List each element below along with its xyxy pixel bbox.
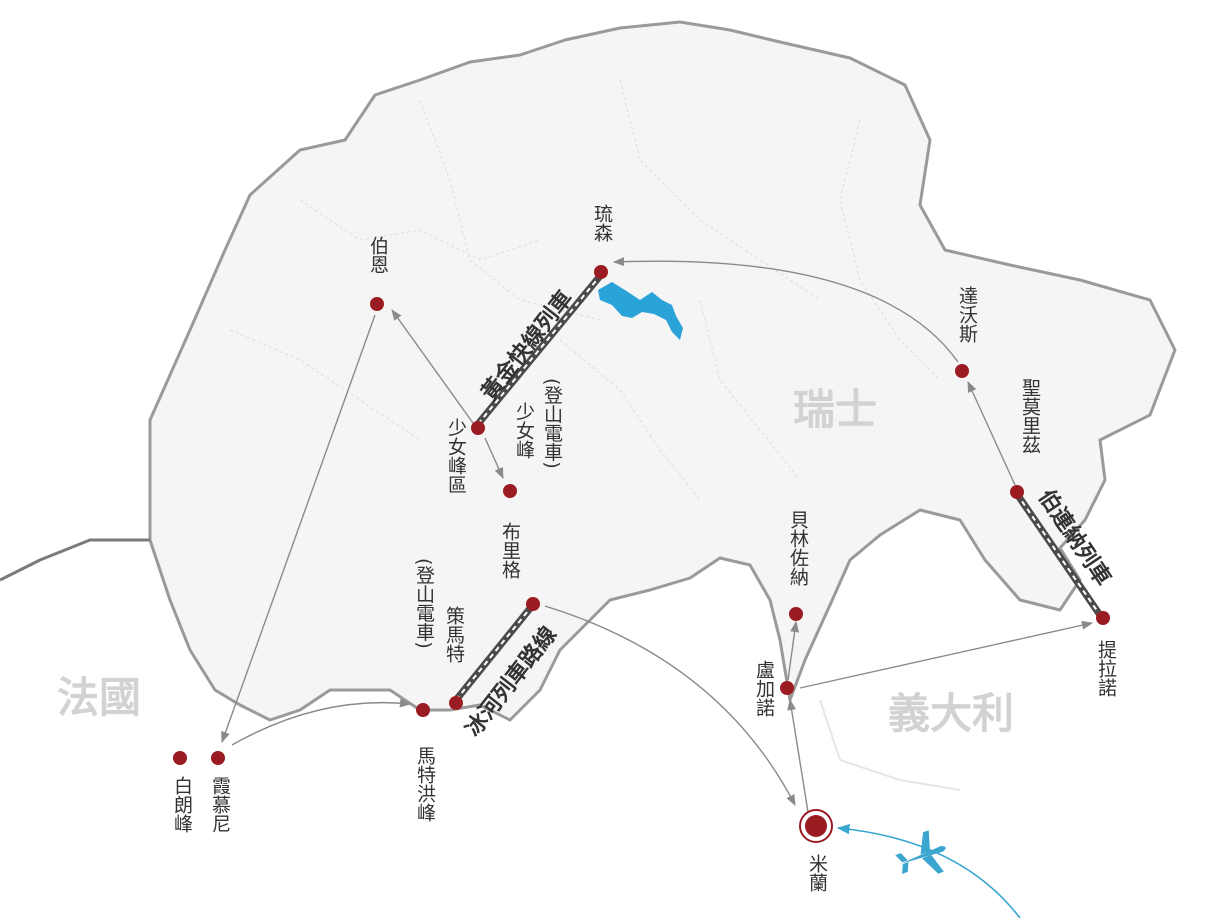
station-tirano [1096,611,1110,625]
france-italy-border [0,538,150,582]
label-mont-blanc: 白朗峰 [171,776,193,833]
route-chamonix-zermatt [231,698,412,746]
label-jungfrau-region: 少女峰區 [445,418,467,494]
country-label-france: 法國 [57,673,141,722]
label-zermatt-rail: (登山電車) [413,558,435,649]
country-borders [0,20,1177,791]
label-jungfrau-rail: (登山電車) [541,378,563,469]
station-lugano [780,681,794,695]
label-jungfrau: 少女峰 [513,402,535,459]
switzerland-shape [148,20,1177,722]
label-milan: 米蘭 [806,854,828,892]
rail-golden-pass [475,273,603,427]
station-zermatt [449,696,463,710]
routes [221,257,1094,918]
rail-glacier-express [453,603,535,703]
station-st-moritz [1010,485,1024,499]
station-lucerne [594,265,608,279]
lake-lucerne [598,282,683,340]
route-brig-milan [544,605,796,806]
route-stmoritz-davos [967,380,1016,486]
label-bern: 伯恩 [367,236,389,274]
label-bellinzona: 貝林佐納 [787,510,809,586]
label-st-moritz: 聖莫里茲 [1019,378,1041,454]
route-lugano-bellinzona [787,620,800,681]
route-jungfrau-bern [391,309,479,431]
milan-target-icon [799,809,833,843]
stations [173,265,1110,843]
route-jungfrau-region-peak [484,437,504,480]
flight-path [836,824,1021,918]
label-zermatt: 策馬特 [443,606,465,663]
label-brig: 布里格 [499,522,521,579]
route-milan-lugano [787,698,809,813]
route-davos-lucerne [612,257,959,363]
route-bern-chamonix [221,314,376,744]
label-lucerne: 琉森 [591,204,613,242]
station-mont-blanc [173,751,187,765]
station-bern [370,297,384,311]
italy-coast [819,699,961,791]
station-jungfrau [503,484,517,498]
rail-bernina-express [1014,492,1105,620]
station-chamonix [211,751,225,765]
station-jungfrau-region [471,421,485,435]
airplane-icon [895,830,946,874]
station-bellinzona [789,607,803,621]
label-matterhorn: 馬特洪峰 [414,746,436,822]
country-label-italy: 義大利 [888,689,1014,738]
label-tirano: 提拉諾 [1095,640,1117,697]
country-label-switzerland: 瑞士 [793,385,877,434]
label-davos: 達沃斯 [956,286,978,344]
label-lugano: 盧加諾 [753,660,775,717]
station-davos [955,364,969,378]
label-chamonix: 霞慕尼 [209,776,231,833]
station-matterhorn [416,703,430,717]
route-lugano-tirano [799,620,1094,689]
station-brig [526,597,540,611]
